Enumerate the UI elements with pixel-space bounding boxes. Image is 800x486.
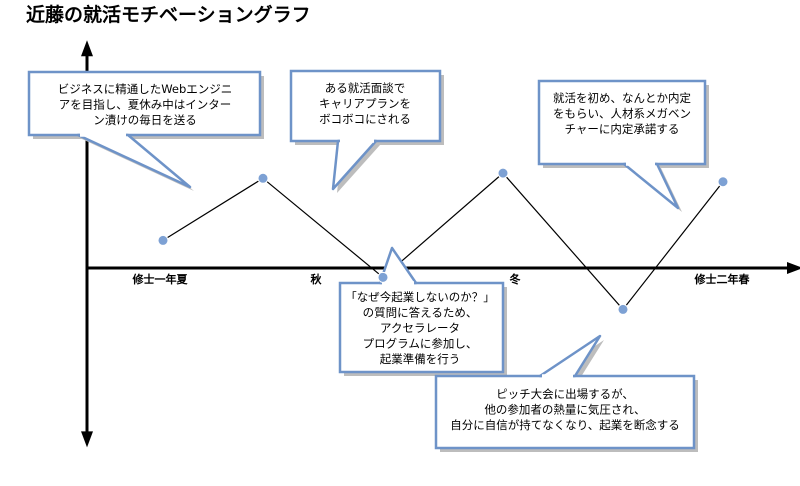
callout-text-line: プログラムに参加し、 — [363, 337, 478, 351]
callout-text-line: アを目指し、夏休み中はインター — [59, 98, 232, 112]
callout-text-line: ビジネスに精通したWebエンジニ — [58, 82, 233, 96]
chart-title: 近藤の就活モチベーショングラフ — [26, 3, 311, 26]
data-points — [157, 167, 729, 315]
callout-text-line: 自分に自信が持てなくなり、起業を断念する — [450, 418, 680, 432]
callout-text-line: 他の参加者の熱量に気圧され、 — [484, 403, 645, 417]
callouts: ビジネスに精通したWebエンジニアを目指し、夏休み中はインターン漬けの毎日を送る… — [27, 69, 709, 452]
motivation-line — [162, 172, 724, 311]
x-axis-arrow — [787, 262, 800, 274]
callout-box — [434, 374, 696, 450]
series-line — [162, 172, 724, 311]
callout-box — [537, 79, 707, 166]
callout-tail — [76, 133, 192, 189]
callout-box — [289, 69, 442, 143]
data-point — [257, 172, 269, 184]
x-tick-label: 秋 — [311, 272, 323, 286]
y-axis-arrow-down — [81, 431, 93, 448]
callout-tail — [622, 162, 680, 210]
callout-text-line: の質問に答えるため、 — [363, 306, 478, 320]
x-tick-labels: 修士一年夏 秋 冬 修士二年春 — [132, 272, 751, 286]
data-point — [497, 167, 509, 179]
callout-text-line: をもらい、人材系メガベン — [553, 107, 691, 121]
callout-text-line: 「なぜ今起業しないのか？」 — [345, 290, 495, 304]
callout-text-line: チャーに内定承諾する — [565, 122, 680, 136]
callout-tail-shadow — [82, 139, 194, 191]
x-tick-label: 修士一年夏 — [132, 272, 189, 286]
callout-text-line: ピッチ大会に出場するが、 — [496, 387, 634, 401]
callout-text-line: キャリアプランを — [319, 97, 411, 111]
callout-text-line: 就活を初め、なんとか内定 — [553, 91, 691, 105]
callout-text-line: ある就活面談で — [325, 81, 406, 95]
y-axis-arrow-up — [81, 40, 93, 57]
callout-box — [338, 281, 505, 374]
callout-text-line: ボコボコにされる — [319, 112, 411, 126]
callout-text-line: ン漬けの毎日を送る — [93, 113, 197, 127]
callout: ピッチ大会に出場するが、他の参加者の熱量に気圧され、自分に自信が持てなくなり、起… — [434, 334, 698, 452]
data-point — [717, 176, 729, 188]
x-tick-label: 修士二年春 — [694, 272, 751, 286]
callout: 「なぜ今起業しないのか？」の質問に答えるため、アクセラレータプログラムに参加し、… — [338, 246, 507, 376]
callout-tail — [331, 139, 378, 191]
x-tick-label: 冬 — [510, 272, 521, 286]
data-point — [617, 303, 629, 315]
callout-box — [27, 70, 262, 137]
data-point — [377, 271, 389, 283]
callout-text-line: 起業準備を行う — [380, 352, 461, 366]
data-point — [157, 234, 169, 246]
callout-text-line: アクセラレータ — [380, 321, 460, 335]
